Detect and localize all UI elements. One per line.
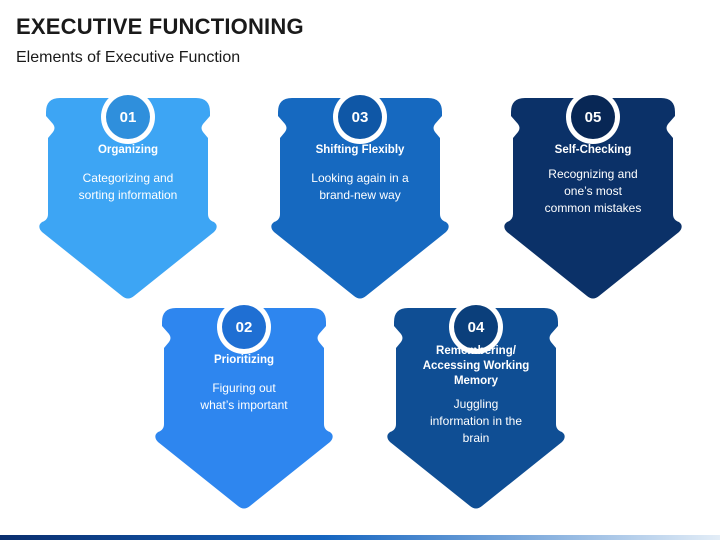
- arrow-shape: [155, 308, 333, 509]
- page-subtitle: Elements of Executive Function: [16, 49, 241, 66]
- footer-accent-bar: [0, 535, 720, 540]
- arrow-shape: [504, 98, 682, 299]
- number-badge: [333, 90, 387, 144]
- card-title: Prioritizing: [213, 354, 275, 366]
- element-card-organizing: 01 Organizing Categorizing and sorting i…: [38, 90, 218, 302]
- card-description: Figuring out what’s important: [200, 381, 288, 412]
- badge-number: 03: [351, 108, 369, 126]
- element-card-remembering: 04 Remembering/ Accessing Working Memory…: [386, 300, 566, 512]
- card-title: Organizing: [97, 144, 159, 156]
- arrow-shape: [387, 308, 565, 509]
- card-title: Self-Checking: [554, 144, 632, 156]
- badge-number: 02: [235, 318, 253, 336]
- number-badge: [217, 300, 271, 354]
- arrow-shape: [39, 98, 217, 299]
- card-description: Looking again in a brand-new way: [311, 171, 409, 202]
- card-description: Recognizing and one’s most common mistak…: [544, 167, 642, 215]
- badge-number: 04: [467, 318, 485, 336]
- number-badge: [101, 90, 155, 144]
- card-title: Shifting Flexibly: [315, 144, 405, 156]
- badge-number: 01: [119, 108, 137, 126]
- badge-number: 05: [584, 108, 602, 126]
- number-badge: [566, 90, 620, 144]
- page-title: EXECUTIVE FUNCTIONING: [16, 14, 304, 39]
- card-description: Juggling information in the brain: [429, 397, 523, 445]
- card-title: Remembering/ Accessing Working Memory: [422, 345, 530, 387]
- element-card-self-checking: 05 Self-Checking Recognizing and one’s m…: [503, 90, 683, 302]
- number-badge: [449, 300, 503, 354]
- element-card-prioritizing: 02 Prioritizing Figuring out what’s impo…: [154, 300, 334, 512]
- card-description: Categorizing and sorting information: [78, 171, 178, 202]
- element-card-shifting-flexibly: 03 Shifting Flexibly Looking again in a …: [270, 90, 450, 302]
- arrow-shape: [271, 98, 449, 299]
